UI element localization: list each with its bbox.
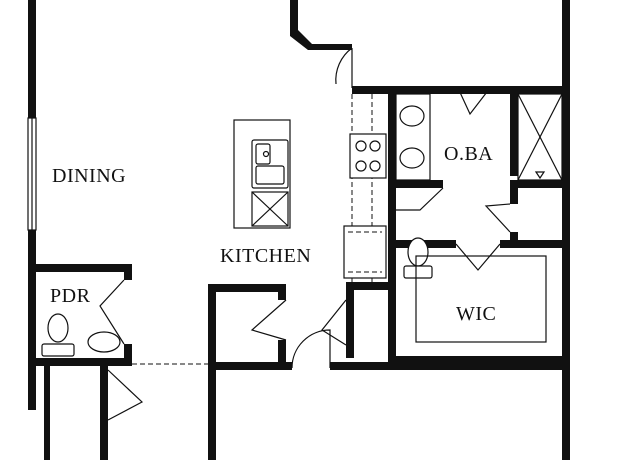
room-label-kitchen: KITCHEN xyxy=(220,245,311,267)
room-label-wic: WIC xyxy=(456,303,496,325)
sink-icon xyxy=(399,105,425,127)
doors xyxy=(99,47,511,421)
walls xyxy=(27,0,570,460)
cooktop-icon xyxy=(349,133,387,179)
bath-fixtures xyxy=(395,93,563,343)
sink-icon xyxy=(87,331,121,353)
double-sink-icon xyxy=(251,139,289,189)
kitchen-island xyxy=(233,119,291,229)
toilet-icon xyxy=(47,313,69,343)
kitchen-counter xyxy=(343,94,387,282)
refrigerator-icon xyxy=(343,225,387,279)
sink-icon xyxy=(399,147,425,169)
toilet-icon xyxy=(407,237,429,267)
room-label-powder: PDR xyxy=(50,285,91,307)
room-label-owners-bath: O.BA xyxy=(444,143,493,165)
powder-fixtures xyxy=(41,313,121,357)
room-label-dining: DINING xyxy=(52,165,126,187)
